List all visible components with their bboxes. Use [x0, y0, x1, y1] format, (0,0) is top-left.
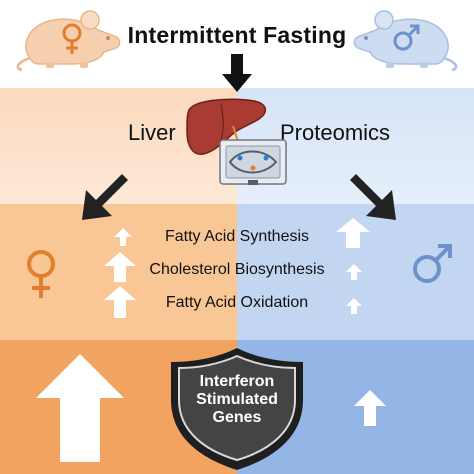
male-fao-up-arrow-icon [346, 298, 362, 314]
liver-label: Liver [128, 120, 176, 145]
female-fao-up-arrow-icon [104, 286, 136, 318]
mass-spectrometer-icon [219, 139, 287, 185]
male-fas-up-arrow-icon [336, 218, 370, 248]
down-right-arrow-icon [350, 170, 396, 220]
shield-line-1: Interferon [199, 373, 275, 390]
female-chol-up-arrow-icon [104, 252, 136, 282]
pathway-label-fatty-acid-oxidation: Fatty Acid Oxidation [165, 294, 309, 311]
male-symbol-icon [393, 24, 420, 51]
title: Intermittent Fasting [127, 22, 347, 48]
male-isg-up-arrow-icon [354, 390, 386, 426]
shield-line-2: Stimulated [196, 391, 278, 408]
down-left-arrow-icon [82, 170, 128, 220]
female-symbol-large-icon [27, 250, 55, 298]
female-symbol-icon [62, 23, 82, 54]
male-chol-up-arrow-icon [346, 264, 362, 280]
shield-line-3: Genes [212, 409, 262, 426]
liver-icon [186, 98, 267, 155]
shield-label: Interferon Stimulated Genes [167, 373, 307, 427]
proteomics-label: Proteomics [280, 120, 391, 145]
pathway-label-fatty-acid-synthesis: Fatty Acid Synthesis [164, 228, 310, 245]
down-arrow-icon [222, 54, 252, 92]
shield-icon [171, 348, 303, 470]
male-mouse-icon [353, 10, 458, 72]
female-isg-up-arrow-icon [36, 354, 124, 462]
male-symbol-large-icon [413, 244, 452, 283]
pathway-label-cholesterol-biosynthesis: Cholesterol Biosynthesis [149, 261, 325, 278]
female-fas-up-arrow-icon [114, 228, 132, 246]
